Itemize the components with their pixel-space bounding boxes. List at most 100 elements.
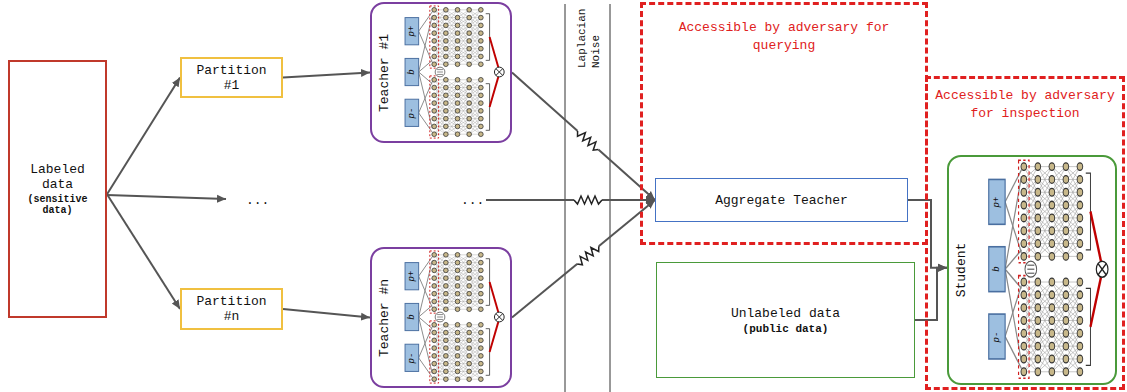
neuron: [455, 62, 460, 67]
equal-symbol: [437, 69, 443, 70]
neuron: [432, 377, 437, 382]
box-sublabel: (sensitive data): [16, 194, 99, 216]
neuron: [1063, 355, 1069, 363]
output-line: [490, 282, 499, 312]
equal-symbol: [437, 72, 443, 73]
neuron: [1021, 342, 1027, 350]
neuron: [432, 260, 437, 265]
student-box: Studentp+bp-: [947, 155, 1117, 385]
neuron: [455, 322, 460, 327]
input-symbol: b: [407, 69, 417, 74]
region-label: Accessible by adversary for inspection: [934, 87, 1116, 122]
neuron: [444, 284, 449, 289]
input-symbol: p-: [407, 107, 417, 118]
connector: [107, 78, 180, 195]
neuron: [479, 299, 484, 304]
neuron: [479, 330, 484, 335]
neuron: [467, 77, 472, 82]
access-region: Accessible by adversary for inspectionSt…: [925, 76, 1125, 390]
neuron: [1049, 317, 1055, 325]
neuron: [479, 346, 484, 351]
partition-box: Partition #n: [180, 288, 283, 330]
neuron: [467, 252, 472, 257]
neuron: [1035, 201, 1041, 209]
output-line: [490, 37, 499, 67]
neuron: [432, 268, 437, 273]
neuron: [1049, 304, 1055, 312]
output-line: [490, 77, 499, 107]
neuron: [444, 299, 449, 304]
middle-arrow: [107, 195, 226, 199]
neuron: [432, 109, 437, 114]
neuron: [1077, 201, 1083, 209]
neuron: [467, 7, 472, 12]
network-illustration: [949, 157, 1115, 383]
fan-line: [419, 16, 433, 72]
neuron: [1035, 253, 1041, 261]
neuron: [1049, 342, 1055, 350]
neuron: [432, 46, 437, 51]
network-illustration: [372, 249, 510, 386]
neuron: [1077, 176, 1083, 184]
neuron: [479, 23, 484, 28]
neuron: [432, 291, 437, 296]
neuron: [444, 346, 449, 351]
neuron: [455, 260, 460, 265]
neuron: [467, 369, 472, 374]
noise-symbol: [578, 131, 599, 150]
noise-symbol: [574, 196, 602, 204]
neuron: [444, 124, 449, 129]
neuron: [1035, 214, 1041, 222]
neuron: [467, 132, 472, 137]
product-symbol: [1096, 261, 1108, 277]
neuron: [455, 276, 460, 281]
neuron: [1049, 201, 1055, 209]
teacher-box: Teacher #np+bp-: [370, 247, 512, 388]
product-symbol: [496, 314, 503, 321]
access-region: Accessible by adversary for queryingAggr…: [640, 2, 928, 245]
neuron: [444, 62, 449, 67]
neuron: [1063, 201, 1069, 209]
fan-line: [1005, 176, 1021, 269]
noise-symbol: [577, 246, 599, 265]
neuron: [467, 109, 472, 114]
neuron: [467, 46, 472, 51]
neuron: [1049, 355, 1055, 363]
neuron: [479, 284, 484, 289]
input-symbol: p-: [407, 352, 417, 363]
neuron: [1021, 278, 1027, 286]
neuron: [467, 260, 472, 265]
neuron: [444, 85, 449, 90]
neuron: [1063, 176, 1069, 184]
noise-boundary: [565, 4, 566, 392]
neuron: [1021, 163, 1027, 171]
noise-gap: [577, 246, 599, 264]
neuron: [479, 276, 484, 281]
output-line: [1090, 211, 1101, 261]
neuron: [1063, 240, 1069, 248]
neuron: [1049, 163, 1055, 171]
data-box: Labeled data(sensitive data): [8, 60, 107, 318]
neuron: [432, 54, 437, 59]
neuron: [455, 109, 460, 114]
input-layer-frame: [1019, 160, 1030, 263]
partition-box: Partition #1: [180, 57, 283, 98]
neuron: [455, 93, 460, 98]
neuron: [467, 346, 472, 351]
neuron: [444, 291, 449, 296]
ellipsis: ...: [461, 193, 484, 208]
neuron: [455, 354, 460, 359]
neuron: [479, 361, 484, 366]
neuron: [1077, 317, 1083, 325]
input-block: [405, 58, 419, 85]
neuron: [1077, 342, 1083, 350]
neuron: [1035, 240, 1041, 248]
box-label: Labeled data: [16, 162, 99, 192]
neuron: [1063, 317, 1069, 325]
neuron: [444, 77, 449, 82]
neuron: [432, 15, 437, 20]
neuron: [1035, 176, 1041, 184]
neuron: [444, 361, 449, 366]
model-title: Teacher #1: [377, 33, 392, 111]
middle-arrow: [486, 199, 655, 201]
